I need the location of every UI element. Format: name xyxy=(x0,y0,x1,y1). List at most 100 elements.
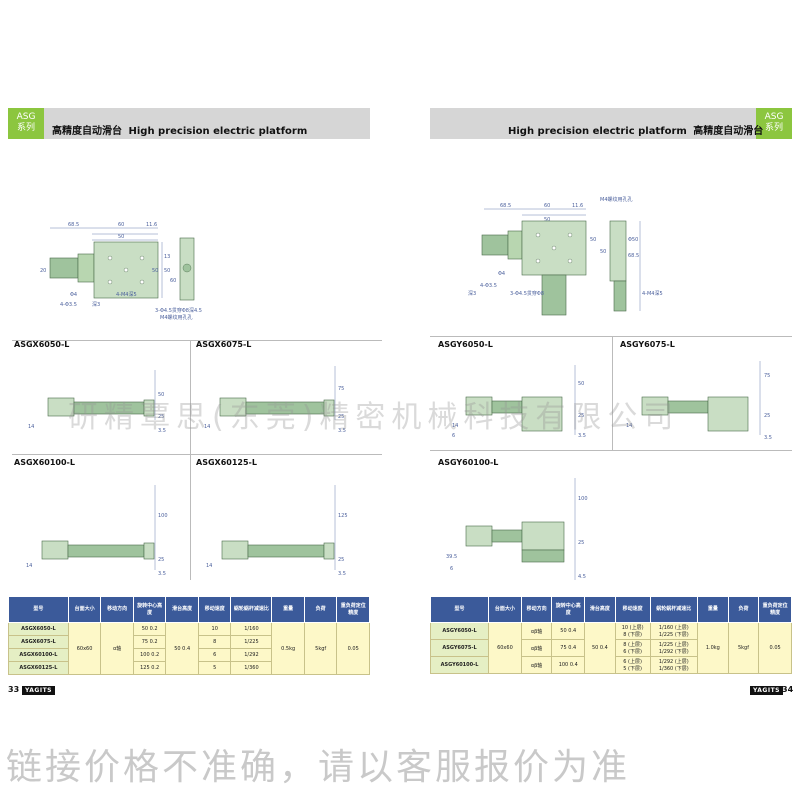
cell-direction: α轴 xyxy=(100,622,134,675)
th-accuracy: 重负荷定位精度 xyxy=(758,596,792,623)
dim-6: 6 xyxy=(452,433,455,439)
dim-height: 25 xyxy=(578,540,584,546)
dim-stroke: 50 xyxy=(158,392,164,398)
stage-table xyxy=(93,241,159,299)
cell-ratio: 1/225 (上层) 1/292 (下层) xyxy=(649,639,699,657)
note-depth3: 3-Φ4.5贯穿Φ8 xyxy=(510,290,544,297)
th-direction: 移动方向 xyxy=(100,596,134,623)
cell-speed: 6 (上层) 5 (下层) xyxy=(614,656,651,674)
series-badge: ASG 系列 xyxy=(8,108,44,139)
th-model: 型号 xyxy=(429,596,490,623)
drawing-asgx60125: 125 25 14 3.5 xyxy=(206,485,348,577)
dim-stroke: 125 xyxy=(338,513,348,519)
cell-accuracy: 0.05 xyxy=(758,622,792,674)
table-row-model: ASGX6075-L xyxy=(8,635,69,649)
dim-50-v2: 50 xyxy=(152,268,158,274)
dim-height: 25 xyxy=(158,414,164,420)
dim-14: 14 xyxy=(452,423,458,429)
divider-middle xyxy=(612,336,613,450)
dim-60-v: 60 xyxy=(170,278,176,284)
table-row-model: ASGX60100-L xyxy=(8,648,69,662)
cell-direction: αβ轴 xyxy=(520,639,553,657)
dim-14: 14 xyxy=(26,563,32,569)
th-model: 型号 xyxy=(8,596,69,623)
model-label-asgx60125: ASGX60125-L xyxy=(196,458,257,467)
note-m4-tap: M4螺纹用孔孔 xyxy=(160,314,193,321)
cell-size: 60x60 xyxy=(488,622,522,674)
model-label-asgx6075: ASGX6075-L xyxy=(196,340,252,349)
lower-axis-motor xyxy=(541,274,567,316)
note-4phi35: 4-Φ3.5 xyxy=(60,302,77,308)
dim-68-5: 68.5 xyxy=(68,222,79,228)
th-rot-height: 旋转中心高度 xyxy=(551,596,586,623)
cell-stroke: 50 0.4 xyxy=(551,622,586,640)
note-3-phi45: 3-Φ4.5贯穿Φ8深4.5 xyxy=(155,307,202,314)
drawing-asgy6050: 50 25 14 3.5 6 xyxy=(452,365,586,439)
dim-50: 50 xyxy=(544,217,550,223)
series-badge-line2: 系列 xyxy=(764,123,783,133)
cell-weight: 0.5kg xyxy=(271,622,305,675)
cell-direction: αβ轴 xyxy=(520,656,553,674)
series-badge-line2: 系列 xyxy=(16,123,35,133)
model-label-asgy60100: ASGY60100-L xyxy=(438,458,499,467)
dim-stroke: 50 xyxy=(578,381,584,387)
cell-ratio: 1/160 xyxy=(230,622,273,636)
title-cn: 高精度自动滑台 xyxy=(693,126,764,137)
dim-68-5-v: 4-M4深5 xyxy=(642,290,663,297)
page-number-right: 34 xyxy=(782,685,794,694)
divider-mid xyxy=(12,454,382,455)
cell-ratio: 1/160 (上层) 1/225 (下层) xyxy=(649,622,699,640)
dim-3-5: 3.5 xyxy=(338,428,346,434)
dim-4-5: 4.5 xyxy=(578,574,586,580)
th-rot-height: 旋转中心高度 xyxy=(132,596,167,623)
divider-middle xyxy=(190,340,191,580)
title-en: High precision electric platform xyxy=(128,126,308,137)
dim-3-5: 3.5 xyxy=(158,428,166,434)
top-technical-drawing: 68.5 60 11.6 50 13 50 50 60 20 4-M4深5 Φ4… xyxy=(40,222,202,321)
dim-11-6: 11.6 xyxy=(146,222,157,228)
note-phi4: Φ4 xyxy=(70,292,77,298)
cell-ratio: 1/360 xyxy=(230,661,273,675)
divider-mid xyxy=(430,450,792,451)
cell-stroke: 125 0.2 xyxy=(132,661,167,675)
note-m4: 4-M4深5 xyxy=(116,291,137,298)
cell-ratio: 1/225 xyxy=(230,635,273,649)
dim-50: 50 xyxy=(118,234,124,240)
table-row-model: ASGX6050-L xyxy=(8,622,69,636)
cell-speed: 10 (上层) 8 (下层) xyxy=(614,622,651,640)
cell-speed: 8 (上层) 6 (下层) xyxy=(614,639,651,657)
model-label-asgy6075: ASGY6075-L xyxy=(620,340,675,349)
table-row-model: ASGY6050-L xyxy=(429,622,490,640)
dim-13: 13 xyxy=(164,254,170,260)
note-depth3: 深3 xyxy=(92,301,100,308)
dim-height: 25 xyxy=(764,413,770,419)
cell-ratio: 1/292 xyxy=(230,648,273,662)
dim-6: 6 xyxy=(450,566,453,572)
dim-14: 14 xyxy=(28,424,34,430)
model-label-asgy6050: ASGY6050-L xyxy=(438,340,493,349)
cell-size: 60x60 xyxy=(67,622,102,675)
motor-body xyxy=(49,257,79,279)
note-phi4: 4-Φ3.5 xyxy=(480,283,497,289)
dim-14: 14 xyxy=(626,423,632,429)
spec-table-left: 型号 台面大小 移动方向 旋转中心高度 滑台高度 移动速度 蜗轮蜗杆减速比 重量… xyxy=(8,596,370,675)
th-ratio: 蜗轮蜗杆减速比 xyxy=(230,596,273,623)
dim-50-v1: 50 xyxy=(164,268,170,274)
th-speed: 移动速度 xyxy=(614,596,651,623)
dim-50-v2: 50 xyxy=(600,249,606,255)
top-technical-drawing: 68.5 60 11.6 50 50 50 Φ50 68.5 4-M4深5 Φ4… xyxy=(468,196,663,316)
th-size: 台面大小 xyxy=(67,596,102,623)
th-load: 负荷 xyxy=(727,596,760,623)
dim-14: 14 xyxy=(204,424,210,430)
price-disclaimer: 链接价格不准确，请以客服报价为准 xyxy=(6,747,631,788)
title-cn: 高精度自动滑台 xyxy=(52,126,122,137)
dim-11-6: 11.6 xyxy=(572,203,583,209)
divider-top xyxy=(430,336,792,337)
cell-accuracy: 0.05 xyxy=(336,622,370,675)
drawing-asgx6075: 75 25 14 3.5 xyxy=(204,366,346,434)
series-badge-line1: ASG xyxy=(16,112,36,122)
cell-load: 5kgf xyxy=(727,622,760,674)
dim-stroke: 100 xyxy=(158,513,168,519)
header-bar xyxy=(44,108,370,139)
th-slide-height: 滑台高度 xyxy=(584,596,616,623)
